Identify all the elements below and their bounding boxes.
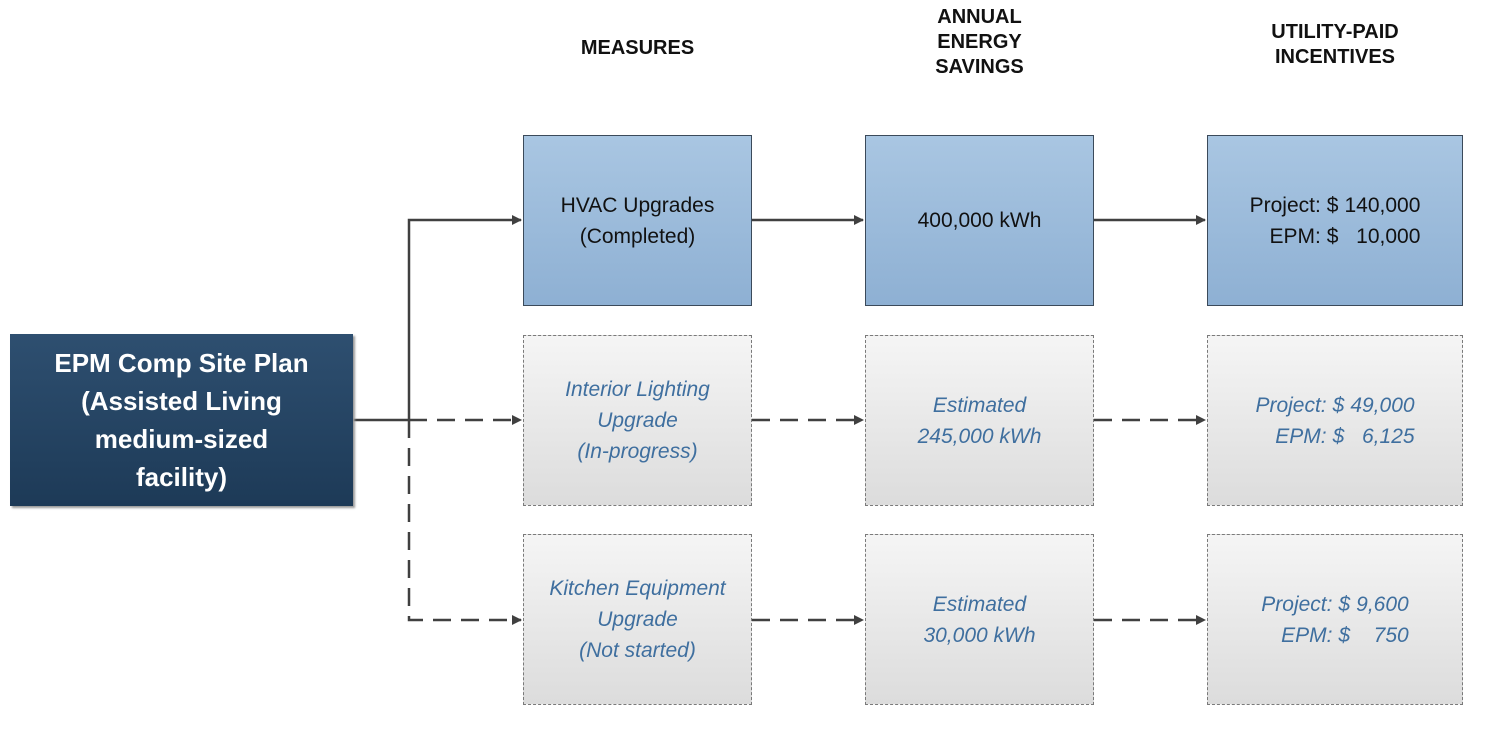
incentive-amount: 140,000	[1344, 193, 1421, 217]
savings-line: 400,000 kWh	[917, 209, 1042, 232]
header-savings-line: ENERGY	[937, 31, 1022, 53]
measure-line: Upgrade	[597, 409, 678, 432]
site-plan-line: (Assisted Living	[81, 386, 282, 416]
measure-line: (Not started)	[579, 639, 696, 662]
savings-line: 245,000 kWh	[917, 424, 1042, 448]
measure-line: Upgrade	[597, 608, 678, 631]
header-savings-line: SAVINGS	[935, 56, 1024, 78]
incentive-amount: 10,000	[1356, 224, 1421, 248]
incentive-amount: 750	[1373, 623, 1409, 647]
incentives-kitchen-node: Project: $ 9,600 EPM: $ 750	[1207, 534, 1463, 705]
site-plan-line: facility)	[135, 462, 227, 492]
connector-root-to-hvac	[352, 215, 522, 422]
savings-line: 30,000 kWh	[923, 623, 1036, 647]
site-plan-line: medium-sized	[94, 424, 269, 454]
measure-kitchen-node: Kitchen Equipment Upgrade (Not started)	[523, 534, 752, 705]
incentive-label: EPM:	[1281, 623, 1333, 647]
savings-hvac-node: 400,000 kWh	[865, 135, 1094, 306]
site-plan-node: EPM Comp Site Plan (Assisted Living medi…	[10, 334, 353, 506]
site-plan-line: EPM Comp Site Plan	[54, 348, 309, 378]
header-savings-line: ANNUAL	[937, 6, 1022, 28]
incentives-hvac-node: Project: $ 140,000 EPM: $ 10,000	[1207, 135, 1463, 306]
savings-lighting-node: Estimated 245,000 kWh	[865, 335, 1094, 506]
savings-line: Estimated	[932, 592, 1027, 616]
incentive-amount: 49,000	[1350, 393, 1415, 417]
incentive-label: EPM:	[1275, 424, 1327, 448]
savings-line: Estimated	[932, 393, 1027, 417]
header-savings: ANNUAL ENERGY SAVINGS	[865, 5, 1094, 80]
measure-line: Interior Lighting	[565, 378, 710, 401]
header-incentives: UTILITY-PAID INCENTIVES	[1207, 20, 1463, 70]
incentive-currency: $	[1338, 623, 1351, 647]
incentives-lighting-node: Project: $ 49,000 EPM: $ 6,125	[1207, 335, 1463, 506]
savings-kitchen-node: Estimated 30,000 kWh	[865, 534, 1094, 705]
incentive-currency: $	[1332, 424, 1345, 448]
incentive-label: Project:	[1249, 193, 1321, 217]
measure-hvac-node: HVAC Upgrades (Completed)	[523, 135, 752, 306]
incentive-currency: $	[1338, 592, 1351, 616]
measure-line: HVAC Upgrades	[560, 193, 715, 217]
measure-line: (Completed)	[579, 224, 696, 248]
incentive-currency: $	[1326, 224, 1339, 248]
header-incentives-line: UTILITY-PAID	[1271, 21, 1399, 43]
measure-line: (In-progress)	[577, 440, 698, 463]
incentive-currency: $	[1326, 193, 1339, 217]
incentive-amount: 6,125	[1362, 424, 1415, 448]
incentive-label: Project:	[1261, 592, 1333, 616]
header-measures-text: MEASURES	[580, 37, 695, 59]
incentive-amount: 9,600	[1356, 592, 1409, 616]
measure-line: Kitchen Equipment	[549, 577, 726, 600]
incentive-currency: $	[1332, 393, 1345, 417]
incentive-label: Project:	[1255, 393, 1327, 417]
measure-lighting-node: Interior Lighting Upgrade (In-progress)	[523, 335, 752, 506]
header-measures: MEASURES	[523, 36, 752, 61]
incentive-label: EPM:	[1269, 224, 1321, 248]
connector-root-to-kitchen	[407, 420, 522, 625]
header-incentives-line: INCENTIVES	[1274, 46, 1396, 68]
